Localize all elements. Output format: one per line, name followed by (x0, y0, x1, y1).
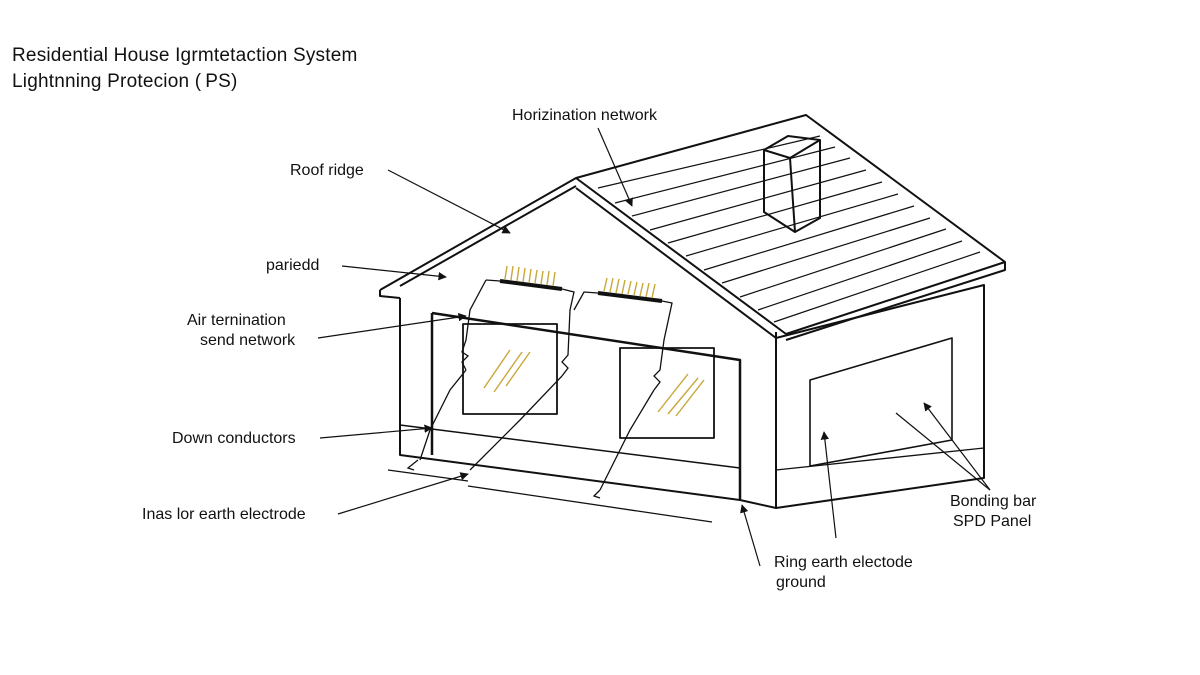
air-terminal-right (597, 277, 663, 303)
house-outline (379, 114, 1006, 523)
window-glare (483, 349, 705, 417)
leader-horizination-network (597, 127, 633, 207)
conductor-network (406, 279, 673, 499)
label-air-termination-1: Air ternination (187, 312, 286, 329)
window-right (619, 347, 715, 439)
leader-air-termination (317, 312, 467, 339)
label-ground: ground (776, 574, 826, 591)
leader-bonding-bar (923, 402, 991, 491)
roof-shingles (597, 135, 981, 323)
chimney (763, 135, 821, 233)
side-wall (775, 284, 985, 509)
label-roof-ridge: Roof ridge (290, 162, 364, 179)
label-air-termination-2: send network (200, 332, 296, 349)
label-pariedd: pariedd (266, 257, 320, 274)
leader-pariedd (341, 265, 447, 281)
leader-down-conductors (319, 424, 433, 439)
gable-roof-edge (379, 177, 787, 335)
leader-earth-electrode (337, 472, 469, 515)
label-bonding-bar: Bonding bar (950, 493, 1037, 510)
air-terminal-left (499, 265, 563, 291)
diagram-title-line-1: Residential House Igrmtetaction System (12, 45, 358, 66)
label-down-conductors: Down conductors (172, 430, 296, 447)
leader-roof-ridge (387, 169, 511, 234)
leader-ring-earth (820, 431, 837, 539)
front-wall (399, 298, 777, 509)
label-horizination-network: Horizination network (512, 107, 657, 124)
roof-plane (575, 114, 1006, 335)
leader-lines (317, 127, 991, 567)
label-earth-electrode: Inas lor earth electrode (142, 506, 306, 523)
label-spd-panel: SPD Panel (953, 513, 1032, 530)
window-left (462, 323, 558, 415)
label-ring-earth: Ring earth electode (774, 554, 913, 571)
garage-door (809, 337, 953, 467)
diagram-title-line-2: Lightnning Protecion ( PS) (12, 71, 238, 92)
